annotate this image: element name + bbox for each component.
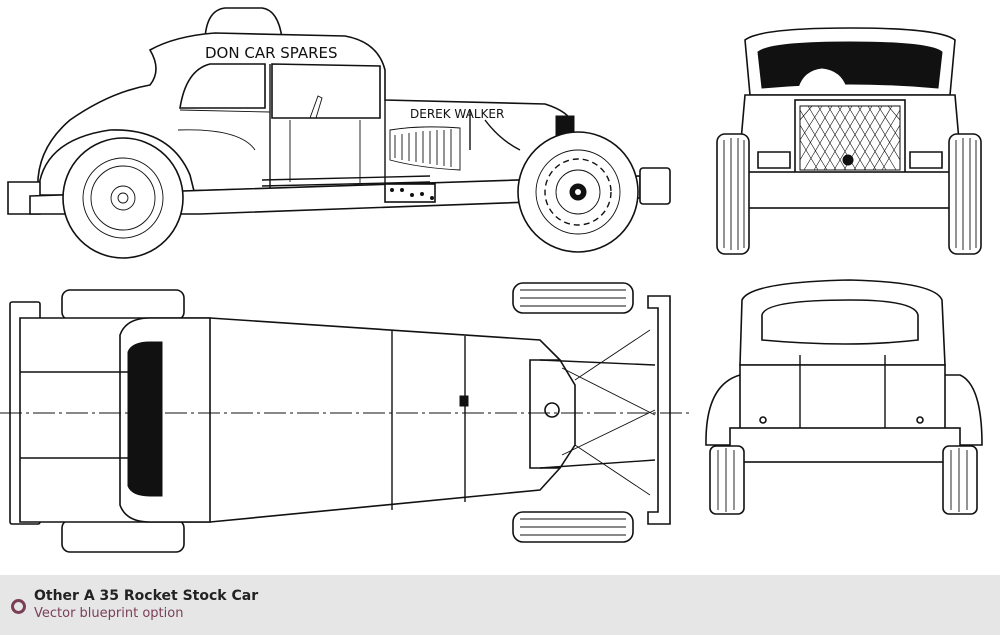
caption-title[interactable]: Other A 35 Rocket Stock Car [34,588,259,604]
caption-subtitle[interactable]: Vector blueprint option [34,606,184,621]
side-view: DON CAR SPARES DEREK WALKER [7,7,671,259]
blueprint-drawing: DON CAR SPARES DEREK WALKER [0,7,983,553]
hood-lettering: DEREK WALKER [410,107,504,121]
front-view [716,27,982,255]
caption-bar [0,575,1000,635]
circle-bullet-icon [11,599,26,614]
roof-lettering: DON CAR SPARES [205,44,338,62]
top-view [0,282,690,553]
rear-view [705,279,983,515]
